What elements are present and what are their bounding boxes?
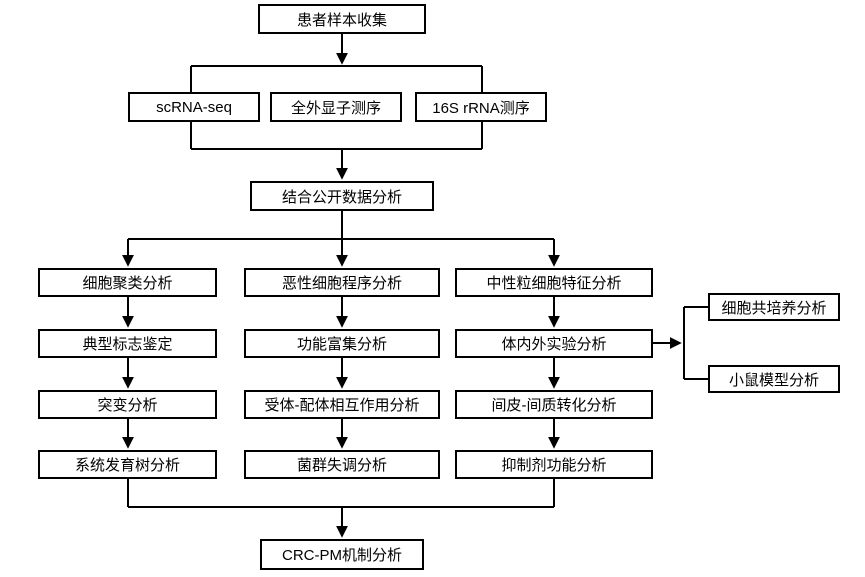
node-malignant-program: 恶性细胞程序分析 <box>244 268 440 297</box>
node-crc-pm-mechanism: CRC-PM机制分析 <box>260 539 424 570</box>
edge-bottom-merge-bar <box>127 479 555 508</box>
node-cell-coculture: 细胞共培养分析 <box>708 293 840 321</box>
node-receptor-ligand-interaction: 受体-配体相互作用分析 <box>244 390 440 419</box>
node-marker-identification: 典型标志鉴定 <box>38 329 217 358</box>
node-neutrophil-signature: 中性粒细胞特征分析 <box>455 268 653 297</box>
node-mouse-model: 小鼠模型分析 <box>708 365 840 393</box>
node-mesothelial-mesenchymal-transition: 间皮-间质转化分析 <box>455 390 653 419</box>
node-whole-exome-seq: 全外显子测序 <box>270 92 402 122</box>
node-scrna-seq: scRNA-seq <box>128 92 260 122</box>
node-in-vivo-vitro-experiments: 体内外实验分析 <box>455 329 653 358</box>
node-cell-clustering: 细胞聚类分析 <box>38 268 217 297</box>
node-mutation-analysis: 突变分析 <box>38 390 217 419</box>
node-public-data-analysis: 结合公开数据分析 <box>250 181 434 211</box>
node-phylogenetic-tree: 系统发育树分析 <box>38 450 217 479</box>
node-16s-rrna-seq: 16S rRNA测序 <box>415 92 547 122</box>
node-patient-sample: 患者样本收集 <box>258 4 426 34</box>
node-dysbiosis-analysis: 菌群失调分析 <box>244 450 440 479</box>
edge-public-data-split-spine <box>128 211 554 240</box>
node-functional-enrichment: 功能富集分析 <box>244 329 440 358</box>
node-inhibitor-function: 抑制剂功能分析 <box>455 450 653 479</box>
edge-right-bracket <box>683 306 708 380</box>
